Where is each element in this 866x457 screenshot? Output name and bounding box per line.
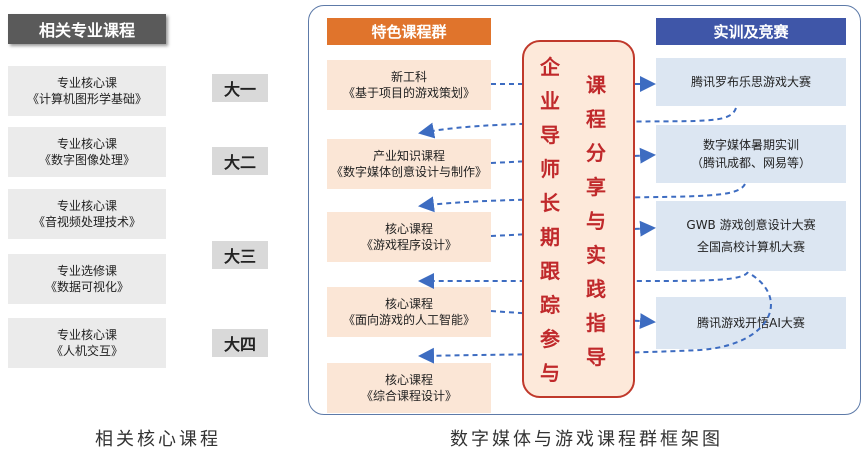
year-1-label: 大一 bbox=[212, 74, 268, 102]
competition-1-line1: 腾讯罗布乐思游戏大赛 bbox=[690, 75, 811, 89]
framework-course-1-name: 《基于项目的游戏策划》 bbox=[342, 86, 475, 100]
guidance-right-char: 践 bbox=[586, 277, 606, 301]
guidance-right-char: 导 bbox=[586, 345, 606, 369]
competition-4: 腾讯游戏开悟AI大赛 bbox=[656, 297, 846, 349]
arrow-comp4-to-course5 bbox=[418, 274, 772, 364]
arrow-comp3-to-course4 bbox=[418, 271, 749, 289]
guidance-right-char: 分 bbox=[586, 141, 606, 165]
framework-course-2-type: 产业知识课程 bbox=[372, 149, 445, 163]
competition-1: 腾讯罗布乐思游戏大赛 bbox=[656, 58, 846, 106]
year-3-label: 大三 bbox=[212, 241, 268, 269]
competition-4-line1: 腾讯游戏开悟AI大赛 bbox=[697, 316, 805, 330]
guidance-left-char: 与 bbox=[540, 361, 560, 385]
guidance-left-char: 业 bbox=[540, 89, 560, 113]
competition-2-line1: 数字媒体暑期实训 bbox=[702, 138, 799, 152]
guidance-left-char: 踪 bbox=[540, 293, 560, 317]
framework-course-2: 产业知识课程 《数字媒体创意设计与制作》 bbox=[327, 139, 491, 189]
guidance-left-char: 师 bbox=[540, 157, 560, 181]
framework-course-4-type: 核心课程 bbox=[384, 297, 433, 311]
left-course-4-type: 专业选修课 bbox=[56, 264, 117, 278]
guidance-left-char: 跟 bbox=[540, 259, 560, 283]
left-course-3-name: 《音视频处理技术》 bbox=[32, 215, 141, 229]
guidance-left-char: 参 bbox=[540, 327, 560, 351]
guidance-right-char: 课 bbox=[586, 73, 606, 97]
guidance-right-char: 享 bbox=[586, 175, 606, 199]
guidance-right-char: 程 bbox=[586, 107, 606, 131]
framework-course-4-name: 《面向游戏的人工智能》 bbox=[342, 313, 475, 327]
left-caption: 相关核心课程 bbox=[95, 429, 221, 450]
guidance-left-char: 企 bbox=[540, 55, 560, 79]
training-competition-header: 实训及竞赛 bbox=[656, 18, 846, 45]
framework-course-3: 核心课程 《游戏程序设计》 bbox=[327, 212, 491, 262]
left-course-1-type: 专业核心课 bbox=[56, 76, 117, 90]
framework-course-3-type: 核心课程 bbox=[384, 222, 433, 236]
left-course-1: 专业核心课 《计算机图形学基础》 bbox=[8, 66, 166, 116]
left-course-3: 专业核心课 《音视频处理技术》 bbox=[8, 189, 166, 239]
competition-3-line1: GWB 游戏创意设计大赛 bbox=[686, 218, 816, 232]
year-4-label: 大四 bbox=[212, 329, 268, 357]
left-course-2-type: 专业核心课 bbox=[56, 137, 117, 151]
guidance-left-char: 导 bbox=[540, 123, 560, 147]
featured-courses-header: 特色课程群 bbox=[327, 18, 491, 45]
left-course-5: 专业核心课 《人机交互》 bbox=[8, 318, 166, 368]
guidance-left-char: 长 bbox=[540, 191, 560, 215]
left-course-3-type: 专业核心课 bbox=[56, 199, 117, 213]
left-course-2-name: 《数字图像处理》 bbox=[38, 153, 135, 167]
left-course-2: 专业核心课 《数字图像处理》 bbox=[8, 127, 166, 177]
year-2-label: 大二 bbox=[212, 147, 268, 175]
framework-caption: 数字媒体与游戏课程群框架图 bbox=[450, 429, 723, 450]
left-course-1-name: 《计算机图形学基础》 bbox=[26, 92, 147, 106]
guidance-right-char: 实 bbox=[586, 243, 606, 267]
arrow-comp1-to-course2 bbox=[418, 107, 737, 139]
left-course-4: 专业选修课 《数据可视化》 bbox=[8, 254, 166, 304]
framework-course-5: 核心课程 《综合课程设计》 bbox=[327, 363, 491, 413]
framework-course-3-name: 《游戏程序设计》 bbox=[360, 238, 457, 252]
competition-2-line2: （腾讯成都、网易等） bbox=[690, 156, 811, 170]
framework-course-5-type: 核心课程 bbox=[384, 373, 433, 387]
framework-course-1: 新工科 《基于项目的游戏策划》 bbox=[327, 60, 491, 110]
related-courses-header: 相关专业课程 bbox=[8, 14, 166, 44]
framework-border bbox=[308, 5, 861, 415]
framework-course-1-type: 新工科 bbox=[390, 70, 427, 84]
left-course-5-name: 《人机交互》 bbox=[50, 344, 123, 358]
left-course-5-type: 专业核心课 bbox=[56, 328, 117, 342]
framework-course-5-name: 《综合课程设计》 bbox=[360, 389, 457, 403]
guidance-right-char: 与 bbox=[586, 209, 606, 233]
guidance-right-char: 指 bbox=[586, 311, 606, 335]
competition-2: 数字媒体暑期实训 （腾讯成都、网易等） bbox=[656, 125, 846, 183]
framework-course-4: 核心课程 《面向游戏的人工智能》 bbox=[327, 287, 491, 337]
left-course-4-name: 《数据可视化》 bbox=[44, 280, 129, 294]
competition-3-line2: 全国高校计算机大赛 bbox=[696, 240, 805, 254]
competition-3: GWB 游戏创意设计大赛 全国高校计算机大赛 bbox=[656, 201, 846, 271]
framework-course-2-name: 《数字媒体创意设计与制作》 bbox=[330, 165, 487, 179]
guidance-left-char: 期 bbox=[540, 225, 560, 249]
enterprise-guidance-box: 企 业 导 师 长 期 跟 踪 参 与 课 程 分 享 与 实 践 指 导 bbox=[522, 40, 635, 398]
